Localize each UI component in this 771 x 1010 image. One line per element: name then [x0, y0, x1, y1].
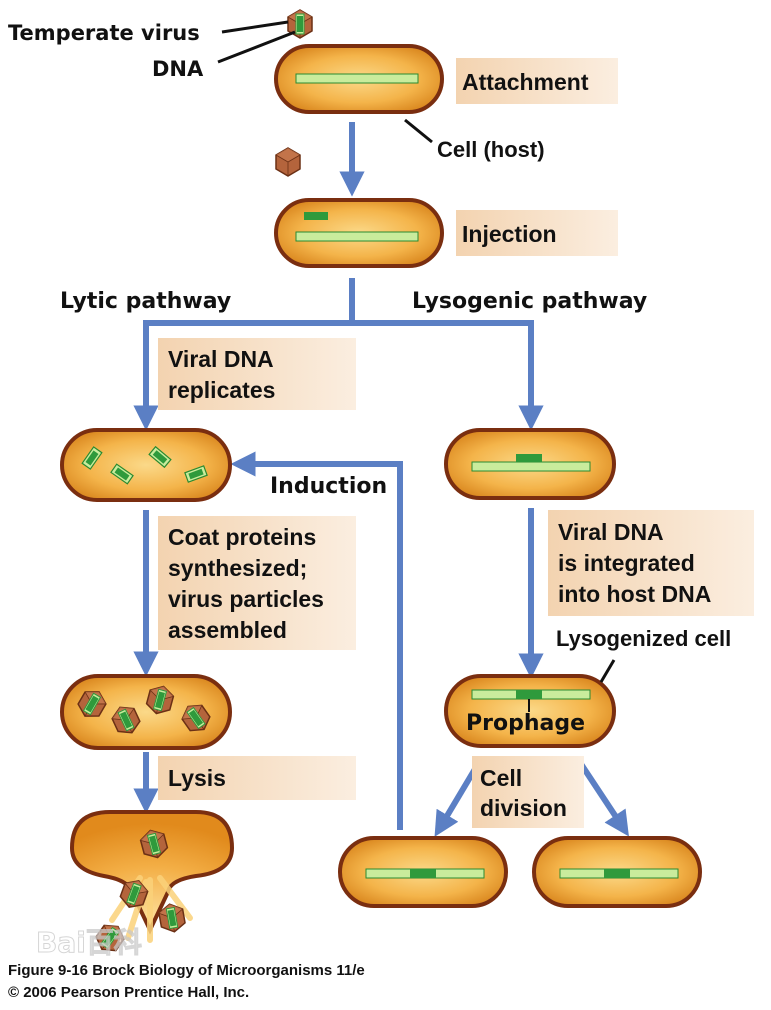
cell-viral-dna-replicating — [60, 428, 232, 502]
prophage-segment — [410, 869, 436, 878]
leader-cell-host — [404, 118, 433, 144]
step-line: synthesized; — [168, 555, 307, 581]
step-box-viral-dna-replicates — [158, 338, 356, 410]
cell-lysis-burst — [69, 810, 235, 956]
step-boxes — [158, 58, 754, 828]
viral-dna — [516, 454, 542, 462]
label-prophage: Prophage — [466, 711, 585, 736]
step-box-lysis — [158, 756, 356, 800]
cell-virions-assembled — [60, 674, 232, 750]
label-temperate-virus: Temperate virus — [8, 21, 200, 45]
injected-viral-dna — [304, 212, 328, 220]
daughter-cell-right — [532, 836, 702, 908]
step-box-injection — [456, 210, 618, 256]
step-line: division — [480, 795, 567, 821]
leader-lines — [217, 20, 616, 683]
host-chromosome — [471, 461, 591, 472]
step-label-viral-dna-replicates: Viral DNA replicates — [168, 346, 279, 403]
label-lysogenized-cell: Lysogenized cell — [556, 626, 731, 651]
step-line: into host DNA — [558, 581, 711, 607]
label-induction: Induction — [270, 474, 387, 499]
arrow-to-lysogenic — [352, 320, 534, 418]
cell-lysogenic-entry — [444, 428, 616, 500]
leader-temperate-virus — [221, 20, 289, 34]
arrow-division-left — [434, 762, 481, 837]
watermark: Bai百科 — [36, 926, 142, 959]
label-lysogenic-pathway: Lysogenic pathway — [412, 289, 647, 314]
arrow-division-right — [578, 762, 629, 837]
step-label-attachment: Attachment — [462, 69, 589, 95]
arrow-split-pathways — [133, 278, 355, 431]
step-label-lysis: Lysis — [168, 765, 226, 791]
step-label-coat-proteins: Coat proteins synthesized; virus particl… — [168, 524, 330, 643]
step-line: is integrated — [558, 550, 695, 576]
step-box-cell-division — [472, 756, 584, 828]
label-lytic-pathway: Lytic pathway — [60, 289, 231, 314]
step-line: replicates — [168, 377, 275, 403]
label-cell-host: Cell (host) — [437, 137, 545, 162]
figure-caption-line2: © 2006 Pearson Prentice Hall, Inc. — [8, 984, 250, 1001]
cell-attachment — [274, 44, 444, 114]
step-line: Viral DNA — [558, 519, 663, 545]
cell-injection — [274, 198, 444, 268]
leader-dna — [217, 30, 296, 64]
step-line: virus particles — [168, 586, 324, 612]
step-box-viral-dna-integrated — [548, 510, 754, 616]
empty-capsid-icon — [275, 147, 301, 177]
step-box-attachment — [456, 58, 618, 104]
step-line: Viral DNA — [168, 346, 273, 372]
leader-lysogenized-cell — [599, 659, 616, 683]
host-chromosome — [295, 231, 419, 242]
prophage-segment — [516, 690, 542, 699]
prophage-segment — [604, 869, 630, 878]
step-line: Cell — [480, 765, 522, 791]
host-chromosome — [295, 73, 419, 84]
step-label-cell-division: Cell division — [480, 765, 567, 821]
step-line: assembled — [168, 617, 287, 643]
step-box-coat-proteins — [158, 516, 356, 650]
arrow-induction — [230, 451, 403, 830]
cell-lysogenized — [444, 674, 616, 748]
step-label-viral-dna-integrated: Viral DNA is integrated into host DNA — [558, 519, 711, 607]
label-dna: DNA — [152, 57, 204, 81]
daughter-cell-left — [338, 836, 508, 908]
figure-caption-line1: Figure 9-16 Brock Biology of Microorgani… — [8, 962, 365, 979]
flow-arrows — [133, 122, 629, 837]
step-label-injection: Injection — [462, 221, 557, 247]
step-line: Coat proteins — [168, 524, 316, 550]
